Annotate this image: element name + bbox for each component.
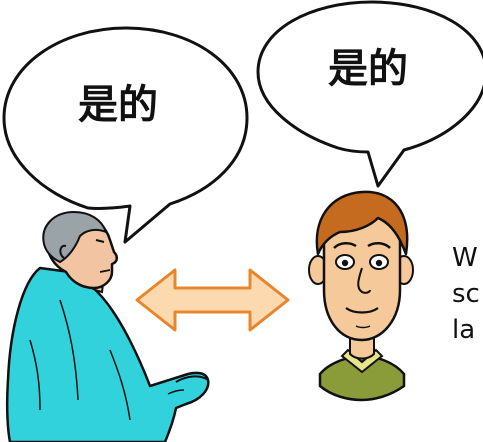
old-man-icon bbox=[5, 210, 210, 442]
left-speech-bubble: 是的 bbox=[2, 26, 249, 244]
right-bubble-text: 是的 bbox=[328, 46, 408, 92]
young-man-icon bbox=[308, 190, 414, 402]
left-bubble-text: 是的 bbox=[78, 82, 158, 128]
caption-line: la bbox=[452, 315, 476, 345]
double-arrow-icon bbox=[135, 268, 290, 332]
right-speech-bubble: 是的 bbox=[256, 0, 483, 188]
caption-line: W bbox=[452, 243, 478, 273]
caption-text: W sc la bbox=[452, 240, 483, 348]
caption-line: sc bbox=[452, 279, 480, 309]
